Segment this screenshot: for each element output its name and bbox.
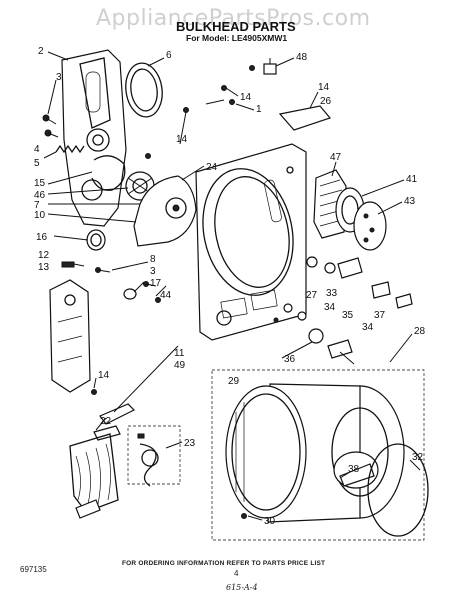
callout-3: 3 xyxy=(150,266,156,277)
callout-30: 30 xyxy=(264,516,276,527)
bracket-part xyxy=(99,403,136,425)
model-subtitle: For Model: LE4905XMW1 xyxy=(186,33,288,43)
callout-14: 14 xyxy=(176,134,188,145)
ordering-note: FOR ORDERING INFORMATION REFER TO PARTS … xyxy=(122,560,326,567)
callout-49: 49 xyxy=(174,360,186,371)
callout-5: 5 xyxy=(34,158,40,169)
callout-13: 13 xyxy=(38,262,50,273)
callout-16: 16 xyxy=(36,232,48,243)
drum-part xyxy=(211,369,425,541)
callout-6: 6 xyxy=(166,50,172,61)
sensor-part xyxy=(61,261,85,268)
callout-33: 33 xyxy=(326,288,338,299)
callout-44: 44 xyxy=(160,290,172,301)
callout-32: 32 xyxy=(412,452,424,463)
callout-14: 14 xyxy=(318,82,330,93)
callout-27: 27 xyxy=(306,290,318,301)
leader-lines xyxy=(43,51,421,521)
callout-12: 12 xyxy=(38,250,50,261)
callout-labels: 2 6 3 48 14 14 26 1 4 5 14 15 24 47 46 7… xyxy=(34,46,426,527)
callout-38: 38 xyxy=(348,464,360,475)
callout-7: 7 xyxy=(34,200,40,211)
callout-35: 35 xyxy=(342,310,354,321)
callout-3: 3 xyxy=(56,72,62,83)
callout-2: 2 xyxy=(38,46,44,57)
duct-panel-part xyxy=(61,49,127,227)
callout-23: 23 xyxy=(184,438,196,449)
callout-24: 24 xyxy=(206,162,218,173)
callout-14: 14 xyxy=(240,92,252,103)
callout-41: 41 xyxy=(406,174,418,185)
fastener-parts xyxy=(95,267,161,303)
callout-1: 1 xyxy=(256,104,262,115)
callout-34: 34 xyxy=(324,302,336,313)
callout-14: 14 xyxy=(98,370,110,381)
callout-17: 17 xyxy=(150,278,162,289)
callout-22: 22 xyxy=(100,416,112,427)
heater-element-part xyxy=(69,425,121,519)
callout-10: 10 xyxy=(34,210,46,221)
spring-part xyxy=(55,144,85,154)
drum-roller-parts xyxy=(273,256,413,365)
plug-part xyxy=(86,229,106,251)
screw-part xyxy=(42,114,59,138)
document-number: 697135 xyxy=(20,565,47,574)
callout-48: 48 xyxy=(296,52,308,63)
watermark: AppliancePartsPros.com xyxy=(96,6,371,31)
callout-11: 11 xyxy=(174,348,185,359)
callout-26: 26 xyxy=(320,96,332,107)
hinge-bracket-parts xyxy=(145,58,332,159)
wire-kit-part xyxy=(127,425,181,487)
callout-43: 43 xyxy=(404,196,416,207)
motor-end-bell-part xyxy=(335,187,387,251)
callout-46: 46 xyxy=(34,190,46,201)
callout-15: 15 xyxy=(34,178,46,189)
callout-29: 29 xyxy=(228,376,240,387)
callout-8: 8 xyxy=(150,254,156,265)
heater-channel-part xyxy=(49,279,97,395)
callout-47: 47 xyxy=(330,152,342,163)
handwritten-code: 615-A-4 xyxy=(226,583,258,592)
callout-28: 28 xyxy=(414,326,426,337)
diagram-title: BULKHEAD PARTS xyxy=(176,19,296,34)
blower-housing-part xyxy=(133,175,197,247)
callout-34: 34 xyxy=(362,322,374,333)
callout-4: 4 xyxy=(34,144,40,155)
seal-ring-part xyxy=(125,62,163,118)
page-number: 4 xyxy=(234,569,239,578)
callout-37: 37 xyxy=(374,310,386,321)
drum-seal-part xyxy=(367,443,429,537)
callout-36: 36 xyxy=(284,354,296,365)
